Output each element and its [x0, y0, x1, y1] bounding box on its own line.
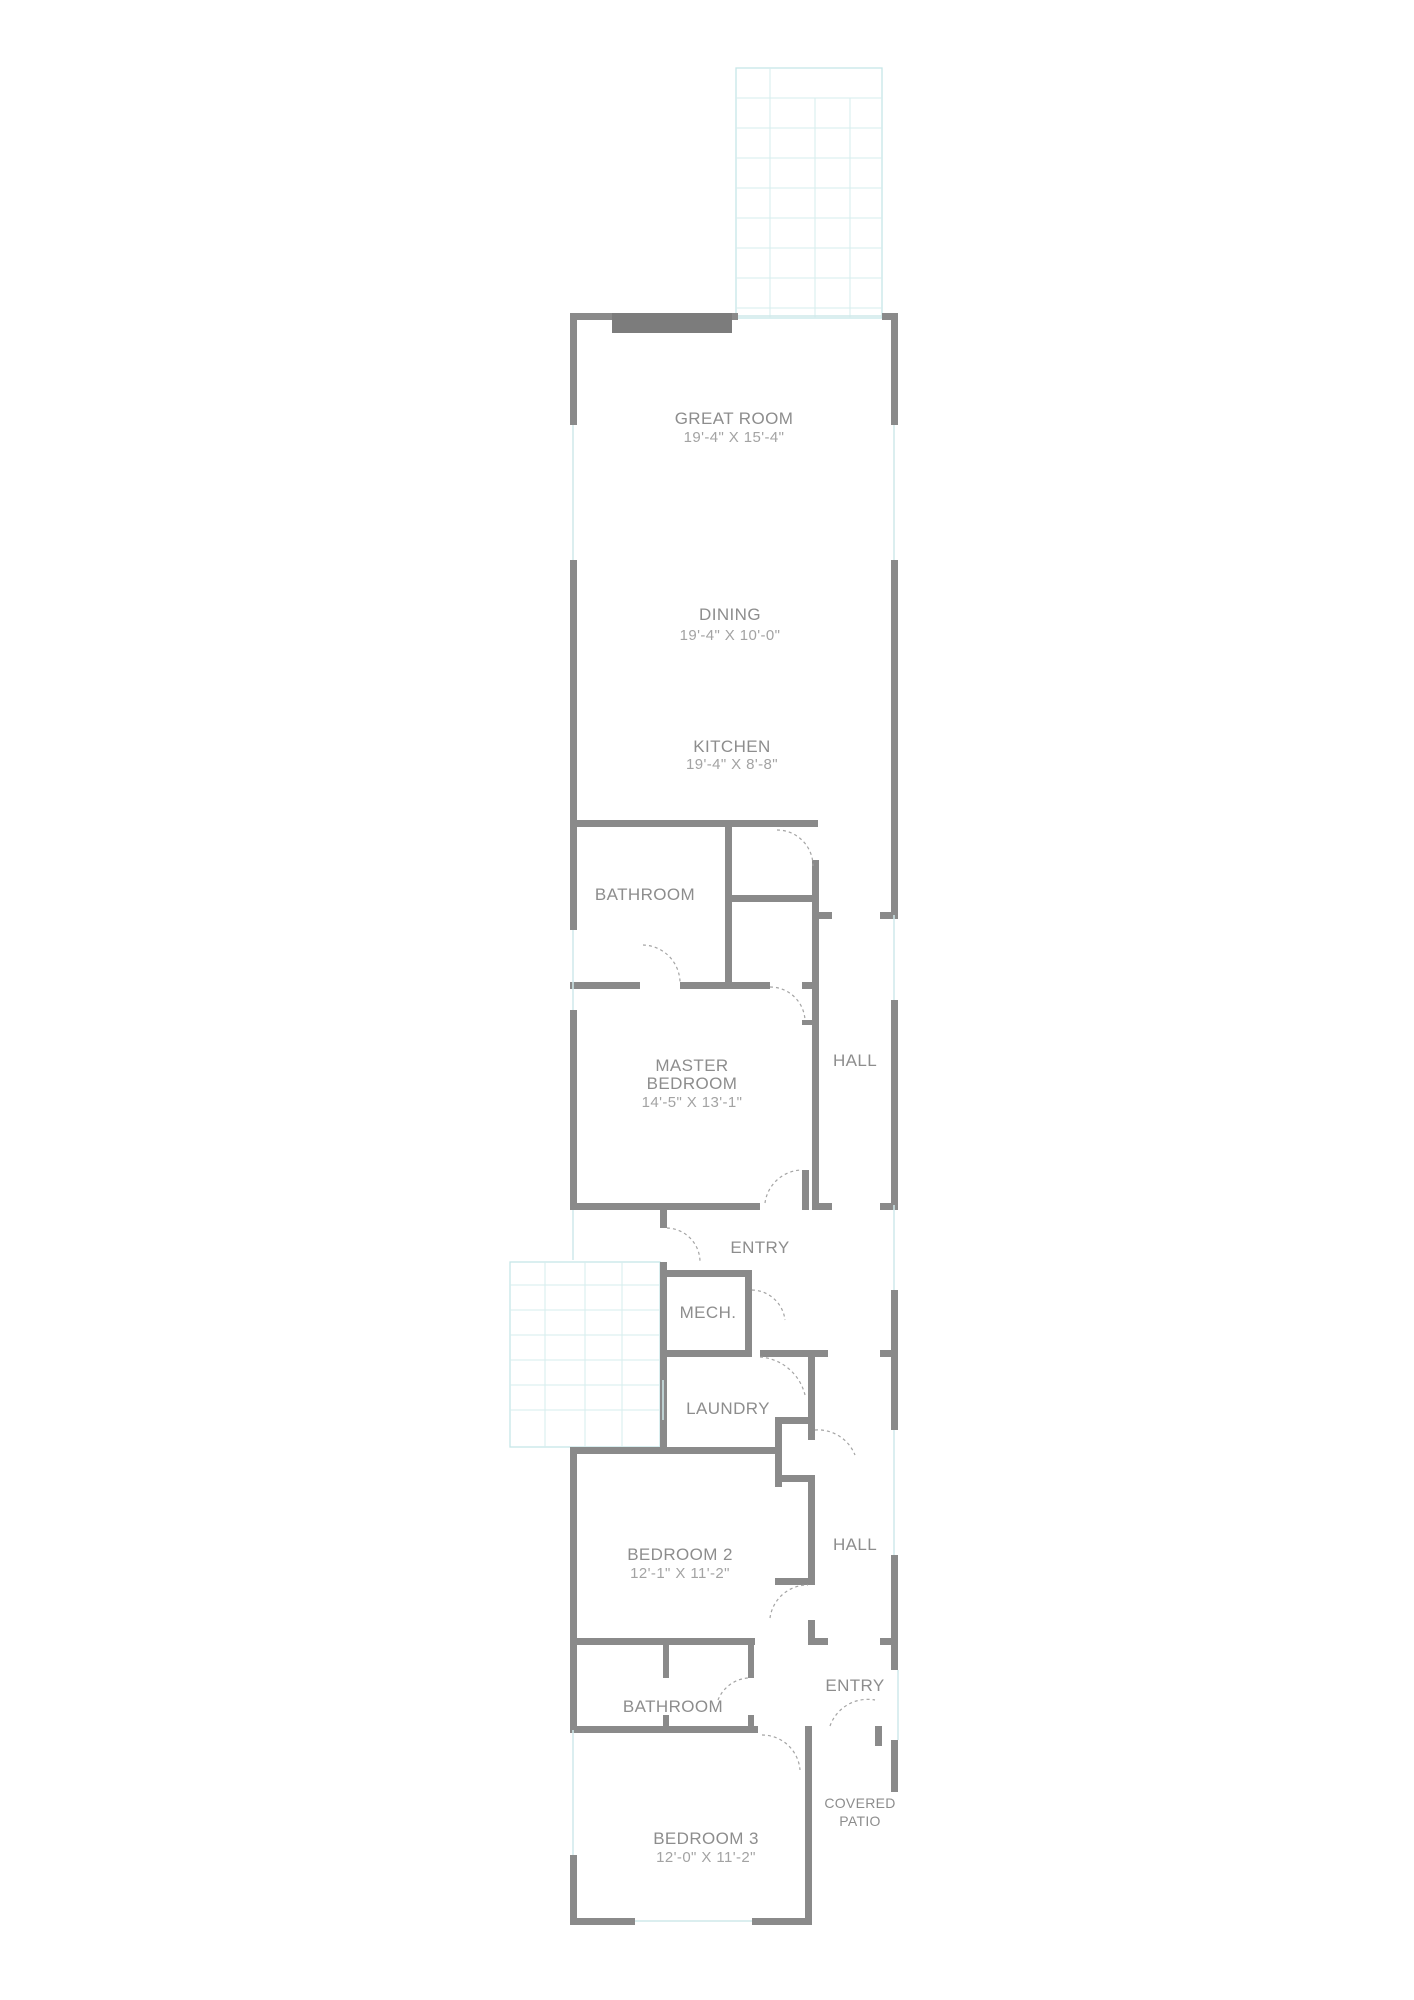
bedroom-2-dims: 12'-1" X 11'-2" — [630, 1565, 730, 1582]
bedroom-2-name: BEDROOM 2 — [627, 1545, 733, 1564]
door-swings — [642, 829, 876, 1771]
room-hall-1: HALL — [833, 1051, 877, 1070]
room-master-bedroom: MASTER BEDROOM 14'-5" X 13'-1" — [642, 1056, 743, 1111]
room-bathroom-1: BATHROOM — [595, 885, 695, 904]
room-dining: DINING 19'-4" X 10'-0" — [680, 605, 781, 644]
master-bedroom-name-2: BEDROOM — [647, 1074, 738, 1093]
room-covered-patio: COVERED PATIO — [824, 1795, 895, 1829]
great-room-dims: 19'-4" X 15'-4" — [684, 429, 785, 446]
bedroom-3-name: BEDROOM 3 — [653, 1829, 759, 1848]
bathroom-2-name: BATHROOM — [623, 1697, 723, 1716]
room-great-room: GREAT ROOM 19'-4" X 15'-4" — [675, 409, 794, 446]
room-hall-2: HALL — [833, 1535, 877, 1554]
kitchen-name: KITCHEN — [693, 737, 770, 756]
bathroom-1-name: BATHROOM — [595, 885, 695, 904]
entry-1-name: ENTRY — [730, 1238, 789, 1257]
room-mech: MECH. — [680, 1303, 737, 1322]
room-entry-2: ENTRY — [825, 1676, 884, 1695]
side-deck — [509, 1261, 661, 1448]
covered-patio-name-1: COVERED — [824, 1795, 895, 1811]
dining-name: DINING — [699, 605, 761, 624]
windows — [572, 315, 899, 1922]
top-deck — [735, 67, 883, 319]
entry-2-name: ENTRY — [825, 1676, 884, 1695]
kitchen-dims: 19'-4" X 8'-8" — [686, 756, 778, 773]
room-laundry: LAUNDRY — [686, 1399, 770, 1418]
master-bedroom-dims: 14'-5" X 13'-1" — [642, 1094, 743, 1111]
exterior-walls — [570, 313, 898, 1925]
hall-2-name: HALL — [833, 1535, 877, 1554]
room-bathroom-2: BATHROOM — [623, 1697, 723, 1716]
hall-1-name: HALL — [833, 1051, 877, 1070]
great-room-name: GREAT ROOM — [675, 409, 794, 428]
covered-patio-name-2: PATIO — [839, 1813, 880, 1829]
room-entry-1: ENTRY — [730, 1238, 789, 1257]
room-bedroom-2: BEDROOM 2 12'-1" X 11'-2" — [627, 1545, 733, 1582]
room-kitchen: KITCHEN 19'-4" X 8'-8" — [686, 737, 778, 773]
interior-walls — [570, 820, 898, 1746]
room-bedroom-3: BEDROOM 3 12'-0" X 11'-2" — [653, 1829, 759, 1866]
mech-name: MECH. — [680, 1303, 737, 1322]
bedroom-3-dims: 12'-0" X 11'-2" — [656, 1849, 756, 1866]
master-bedroom-name-1: MASTER — [655, 1056, 728, 1075]
laundry-name: LAUNDRY — [686, 1399, 770, 1418]
dining-dims: 19'-4" X 10'-0" — [680, 627, 781, 644]
